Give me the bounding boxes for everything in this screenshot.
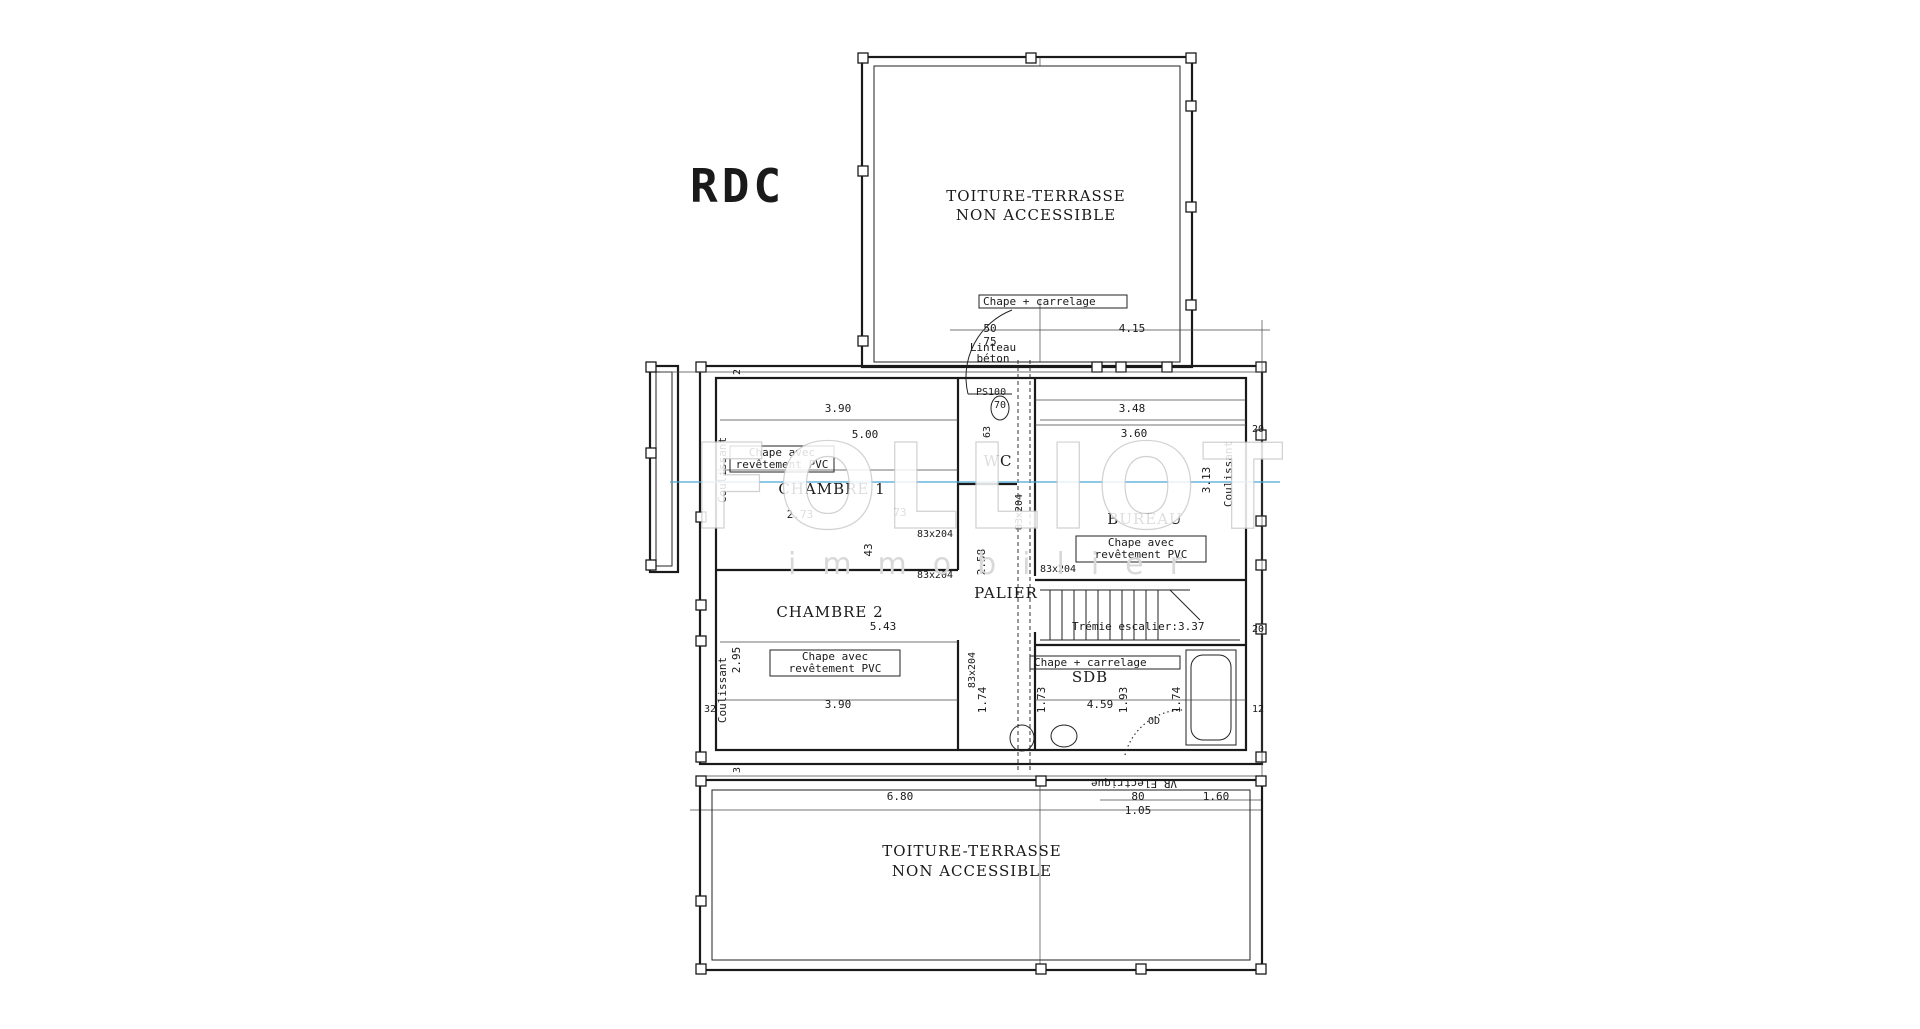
plan-title: RDC: [690, 159, 785, 213]
terrace-bottom-line1: TOITURE-TERRASSE: [882, 842, 1062, 860]
dim-83x204-b: 83x204: [917, 570, 953, 581]
dim-75: 75: [983, 335, 996, 348]
dim-273: 2.73: [787, 508, 814, 521]
dim-500: 5.00: [852, 428, 879, 441]
dim-50: 50: [983, 322, 996, 335]
dim-174b: 1.74: [976, 686, 989, 713]
dim-543: 5.43: [870, 620, 897, 633]
dimension-lines: [660, 320, 1270, 811]
dim-415: 4.15: [1119, 322, 1146, 335]
room-chambre2: CHAMBRE 2: [776, 603, 883, 621]
dim-360: 3.60: [1121, 427, 1148, 440]
note-chambre1-floor-2: revêtement PVC: [736, 458, 829, 471]
dim-73: 73: [893, 506, 906, 519]
staircase: [1040, 589, 1240, 641]
note-coulissant-1: Coulissant: [716, 437, 729, 503]
note-chambre2-floor-2: revêtement PVC: [789, 662, 882, 675]
note-chape-carrelage-sdb: Chape + carrelage: [1034, 656, 1147, 669]
note-linteau-2: béton: [976, 352, 1009, 365]
dim-83x204-d: 83x204: [967, 652, 978, 688]
dim-258: 2.58: [975, 549, 988, 576]
dim-20a: 20: [1252, 424, 1264, 435]
dim-313: 3.13: [1200, 467, 1213, 494]
note-coulissant-3: Coulissant: [1222, 441, 1235, 507]
note-ps100: PS100: [976, 387, 1006, 398]
top-terrace: TOITURE-TERRASSE NON ACCESSIBLE: [857, 52, 1197, 369]
dim-20b: 20: [1252, 624, 1264, 635]
dim-173: 1.73: [1035, 687, 1048, 714]
dim-70: 70: [994, 400, 1006, 411]
dim-193: 1.93: [1117, 687, 1130, 714]
dim-63: 63: [982, 426, 993, 438]
dim-105: 1.05: [1125, 804, 1152, 817]
dim-295: 2.95: [730, 647, 743, 674]
bottom-terrace: TOITURE-TERRASSE NON ACCESSIBLE: [695, 775, 1267, 975]
note-linteau-1: Linteau: [970, 341, 1016, 354]
note-coulissant-2: Coulissant: [716, 657, 729, 723]
terrace-bottom-line2: NON ACCESSIBLE: [892, 862, 1052, 880]
dim-680: 6.80: [887, 790, 914, 803]
room-wc: WC: [984, 452, 1013, 470]
dim-390b: 3.90: [825, 698, 852, 711]
dim-43: 43: [862, 543, 875, 556]
dim-160: 1.60: [1203, 790, 1230, 803]
note-chambre1-floor-1: Chape avec: [749, 446, 815, 459]
dim-3: 3: [732, 767, 743, 773]
note-bureau-floor-1: Chape avec: [1108, 536, 1174, 549]
dim-83x204-e: 83x204: [1014, 494, 1025, 530]
note-chambre2-floor-1: Chape avec: [802, 650, 868, 663]
dim-12: 12: [1252, 704, 1264, 715]
dim-174a: 1.74: [1170, 686, 1183, 713]
note-od: OD: [1148, 716, 1160, 727]
note-chape-carrelage-top: Chape + carrelage: [983, 295, 1096, 308]
room-palier: PALIER: [974, 584, 1038, 602]
watermark-sub: immobilier: [788, 547, 1208, 582]
room-sdb: SDB: [1072, 668, 1108, 686]
dim-348: 3.48: [1119, 402, 1146, 415]
dim-83x204-a: 83x204: [917, 529, 953, 540]
dim-32: 32: [704, 704, 716, 715]
dim-80: 80: [1131, 790, 1144, 803]
note-tremie: Trémie escalier:3.37: [1072, 620, 1204, 633]
room-bureau: BUREAU: [1107, 510, 1182, 528]
terrace-top-line2: NON ACCESSIBLE: [956, 206, 1116, 224]
note-bureau-floor-2: revêtement PVC: [1095, 548, 1188, 561]
dim-390a: 3.90: [825, 402, 852, 415]
dim-2: 2: [732, 369, 743, 375]
room-chambre1: CHAMBRE 1: [778, 480, 885, 498]
dim-459: 4.59: [1087, 698, 1114, 711]
watermark-brand: FOLLIOT: [691, 418, 1289, 556]
dim-83x204-c: 83x204: [1040, 564, 1076, 575]
terrace-top-line1: TOITURE-TERRASSE: [946, 187, 1126, 205]
